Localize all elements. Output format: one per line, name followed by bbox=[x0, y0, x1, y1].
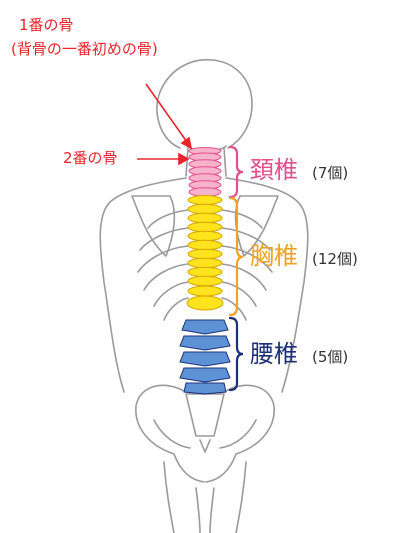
first-bone-sublabel: (背骨の一番初めの骨) bbox=[11, 40, 158, 58]
lumbar-count: (5個) bbox=[312, 348, 349, 366]
torso-right bbox=[225, 177, 309, 393]
pelvis-right bbox=[205, 384, 275, 483]
cervical-count: (7個) bbox=[312, 164, 349, 182]
thoracic-brace bbox=[228, 196, 244, 317]
neck-right bbox=[223, 147, 227, 177]
cervical-vertebrae bbox=[188, 147, 222, 197]
lumbar-vertebrae bbox=[179, 319, 231, 395]
second-bone-arrow bbox=[137, 152, 190, 166]
neck-left bbox=[185, 147, 189, 177]
lumbar-brace bbox=[228, 316, 244, 392]
cervical-label: 頚椎 bbox=[250, 156, 298, 184]
sacrum-outline bbox=[185, 393, 225, 437]
pelvis-left bbox=[135, 384, 205, 483]
lumbar-label: 腰椎 bbox=[250, 340, 298, 368]
cervical-brace bbox=[228, 145, 244, 199]
skull-outline bbox=[156, 58, 253, 149]
thoracic-vertebrae bbox=[186, 195, 224, 311]
thoracic-count: (12個) bbox=[312, 250, 358, 268]
first-bone-label: 1番の骨 bbox=[19, 16, 74, 34]
second-bone-label: 2番の骨 bbox=[63, 149, 118, 167]
first-bone-arrow bbox=[145, 83, 193, 150]
torso-left bbox=[99, 177, 187, 393]
left-scapula bbox=[131, 195, 176, 257]
thoracic-label: 胸椎 bbox=[250, 242, 298, 270]
